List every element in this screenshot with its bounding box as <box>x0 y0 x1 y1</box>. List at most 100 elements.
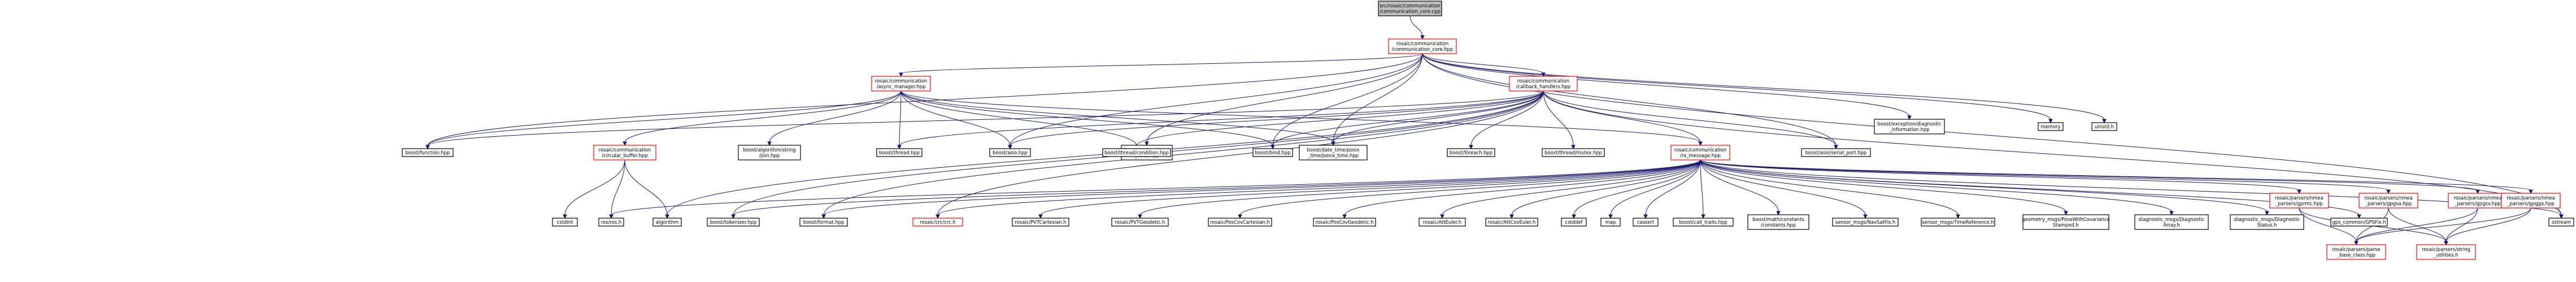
node-label: _parsers/gprmc.hpp <box>2275 201 2323 206</box>
node-algorithm: algorithm <box>652 218 682 227</box>
edge-rx_msg-diagarr <box>1700 159 2174 216</box>
node-posgeo: rosaic/PosCovGeodetic.h <box>1313 218 1376 227</box>
node-thread_cond: boost/thread/condition.hpp <box>1102 148 1171 157</box>
node-gpgsa[interactable]: rosaic/parsers/nmea_parsers/gpgsa.hpp <box>2359 193 2418 209</box>
edge-core_hpp-posix_time <box>1331 53 1423 146</box>
edge-callback-mutex <box>1543 90 1576 150</box>
node-pvtgeo: rosaic/PVTGeodetic.h <box>1111 218 1169 227</box>
node-gpgga[interactable]: rosaic/parsers/nmea_parsers/gpgga.hpp <box>2501 193 2561 209</box>
node-label: /callback_handlers.hpp <box>1516 84 1570 89</box>
node-label: rosaic/communication <box>875 78 927 84</box>
node-label: boost/asio.hpp <box>993 150 1027 155</box>
edge-rx_msg-ros <box>609 159 1701 219</box>
node-label: boost/algorithm/string <box>743 147 795 153</box>
edge-circular-cstdint <box>563 159 625 219</box>
node-crc[interactable]: rosaic/crc/crc.h <box>912 218 963 227</box>
edge-async-asio <box>900 90 1012 150</box>
edge-rx_msg-gpgsv <box>1700 159 2480 194</box>
node-label: diagnostic_msgs/Diagnostic <box>2234 216 2300 222</box>
edge-rx_msg-mathconst <box>1700 159 1781 216</box>
node-label: boost/thread/condition.hpp <box>1104 150 1169 155</box>
node-label: boost/bind.hpp <box>1255 150 1291 155</box>
edge-rx_msg-sstream <box>1700 159 2564 219</box>
node-label: /communication_core.hpp <box>1392 46 1454 52</box>
node-mutex: boost/thread/mutex.hpp <box>1542 148 1605 157</box>
edge-core_hpp-async <box>899 53 1423 77</box>
edge-callback-posix_time <box>1331 90 1544 146</box>
node-poscart: rosaic/PosCovCartesian.h <box>1208 218 1272 227</box>
node-label: gps_common/GPSFix.h <box>2333 219 2386 225</box>
edge-async-join <box>767 90 902 146</box>
node-posix_time: boost/date_time/posix_time/posix_time.hp… <box>1299 145 1368 160</box>
node-label: rosaic/AttCovEuler.h <box>1488 219 1535 225</box>
edge-callback-thread_cond <box>1134 90 1544 150</box>
node-label: rosaic/communication <box>1674 147 1726 153</box>
node-layer: src/rosaic/communication/communication_c… <box>402 1 2574 260</box>
node-foreach: boost/foreach.hpp <box>1447 148 1495 157</box>
node-label: _time/posix_time.hpp <box>1307 153 1359 158</box>
node-timeref: sensor_msgs/TimeReference.h <box>1921 218 1995 227</box>
edge-layer <box>425 15 2564 246</box>
node-label: cstdint <box>557 219 573 225</box>
node-async[interactable]: rosaic/communication/async_manager.hpp <box>871 76 931 92</box>
node-function: boost/function.hpp <box>402 148 454 157</box>
node-label: _utilities.h <box>2434 252 2458 258</box>
node-rx_msg[interactable]: rosaic/communication/rx_message.hpp <box>1670 145 1730 160</box>
node-join: boost/algorithm/string/join.hpp <box>738 145 801 160</box>
node-label: boost/call_traits.hpp <box>1679 219 1727 225</box>
node-label: rosaic/PVTCartesian.h <box>1015 219 1067 225</box>
edge-core_hpp-serial <box>1422 53 1838 150</box>
node-core_hpp[interactable]: rosaic/communication/communication_core.… <box>1388 38 1457 54</box>
edge-rx_msg-calltraits <box>1700 159 1705 219</box>
node-label: boost/foreach.hpp <box>1450 150 1492 155</box>
node-label: rosaic/communication <box>1517 78 1569 84</box>
node-label: /join.hpp <box>759 153 780 158</box>
node-attcov: rosaic/AttCovEuler.h <box>1485 218 1538 227</box>
edge-rx_msg-attcov <box>1509 159 1701 219</box>
node-parsebase[interactable]: rosaic/parsers/parse_base_class.hpp <box>2326 244 2386 260</box>
edge-rx_msg-gpgga <box>1700 159 2533 194</box>
node-label: diagnostic_msgs/Diagnostic <box>2139 216 2205 222</box>
edge-rx_msg-gpgsa <box>1700 159 2391 194</box>
node-label: boost/math/constants <box>1752 216 1804 222</box>
node-label: _parsers/gpgga.hpp <box>2507 201 2554 206</box>
edge-core_hpp-unistd <box>1422 53 2107 124</box>
node-label: rosaic/parsers/nmea <box>2507 195 2555 201</box>
node-label: cassert <box>1637 219 1655 225</box>
node-label: _base_class.hpp <box>2336 252 2375 258</box>
edge-rx_msg-poscart <box>1238 159 1701 219</box>
node-label: rosaic/crc/crc.h <box>920 219 955 225</box>
edge-rx_msg-posgeo <box>1342 159 1701 219</box>
node-label: rosaic/parsers/nmea <box>2453 195 2501 201</box>
node-label: memory <box>2041 124 2061 129</box>
node-thread: boost/thread.hpp <box>876 148 923 157</box>
edge-callback-format <box>821 90 1544 219</box>
node-gprmc[interactable]: rosaic/parsers/nmea_parsers/gprmc.hpp <box>2269 193 2329 209</box>
node-calltraits: boost/call_traits.hpp <box>1673 218 1734 227</box>
node-format: boost/format.hpp <box>799 218 848 227</box>
node-label: rosaic/communication <box>1396 41 1448 46</box>
node-label: unistd.h <box>2095 124 2114 129</box>
node-navsat: sensor_msgs/NavSatFix.h <box>1832 218 1899 227</box>
node-label: rosaic/parsers/nmea <box>2364 195 2412 201</box>
node-label: /communication_core.cpp <box>1380 8 1441 14</box>
node-callback[interactable]: rosaic/communication/callback_handlers.h… <box>1509 76 1578 92</box>
node-gpgsv[interactable]: rosaic/parsers/nmea_parsers/gpgsv.hpp <box>2448 193 2508 209</box>
node-label: sstream <box>2552 219 2571 225</box>
node-label: _information.hpp <box>1889 127 1929 132</box>
edge-callback-asio <box>1008 90 1544 150</box>
node-mathconst: boost/math/constants/constants.hpp <box>1747 214 1809 230</box>
node-label: rosaic/communication <box>599 147 651 153</box>
node-label: boost/thread.hpp <box>879 150 920 155</box>
edge-rx_msg-map <box>1608 159 1701 219</box>
node-strutil[interactable]: rosaic/parsers/string_utilities.h <box>2416 244 2476 260</box>
node-circular[interactable]: rosaic/communication/circular_buffer.hpp <box>593 145 656 160</box>
node-label: ros/ros.h <box>601 219 621 225</box>
edge-rx_msg-pvtgeo <box>1138 159 1701 219</box>
edge-callback-foreach <box>1469 90 1544 150</box>
edge-rx_msg-gprmc <box>1700 159 2301 194</box>
node-label: boost/format.hpp <box>803 219 845 225</box>
edge-gpgga-parsebase <box>2354 207 2531 246</box>
